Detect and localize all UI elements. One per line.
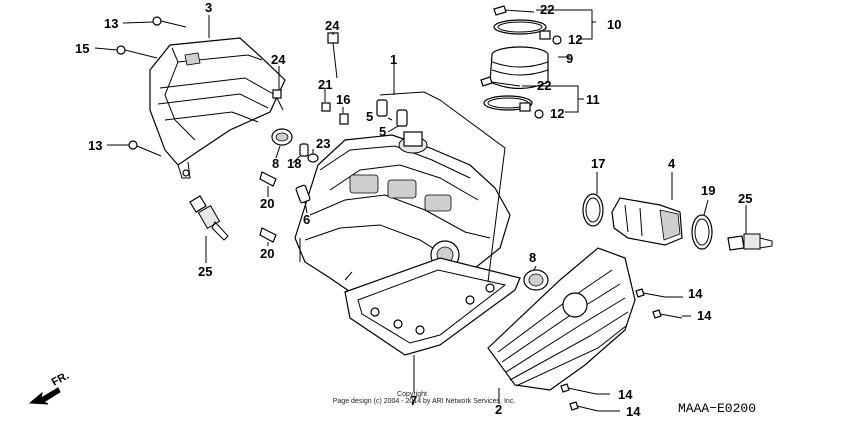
callout-22-lower: 22 bbox=[537, 78, 551, 93]
callout-14-b: 14 bbox=[697, 308, 712, 323]
bolt-13-upper bbox=[152, 16, 187, 28]
bolt-16 bbox=[339, 113, 349, 125]
bolt-14-b bbox=[652, 309, 683, 319]
callout-12-lower: 12 bbox=[550, 106, 564, 121]
stud-20-upper bbox=[259, 171, 277, 187]
washer-23 bbox=[307, 153, 319, 163]
bolt-15 bbox=[116, 45, 158, 59]
dowel-5-left bbox=[376, 99, 388, 117]
bolt-14-d bbox=[569, 401, 599, 412]
callout-11: 11 bbox=[586, 92, 600, 107]
callout-22-upper: 22 bbox=[540, 2, 554, 17]
bolt-13-lower bbox=[128, 140, 162, 157]
intake-joint-9 bbox=[489, 46, 549, 90]
callout-7: 7 bbox=[410, 393, 417, 408]
callout-18: 18 bbox=[287, 156, 301, 171]
callout-1: 1 bbox=[390, 52, 397, 67]
callout-25-right: 25 bbox=[738, 191, 752, 206]
plug-seal-lower bbox=[523, 269, 549, 291]
callout-10: 10 bbox=[607, 17, 621, 32]
callout-4: 4 bbox=[668, 156, 676, 171]
callout-2: 2 bbox=[495, 402, 502, 417]
front-direction-arrow-icon bbox=[28, 387, 61, 405]
callout-16: 16 bbox=[336, 92, 350, 107]
o-ring-19 bbox=[691, 214, 713, 250]
callout-19: 19 bbox=[701, 183, 715, 198]
screw-22-lower bbox=[480, 76, 521, 87]
spark-plug-tube-4 bbox=[611, 197, 683, 246]
callout-9: 9 bbox=[566, 51, 573, 66]
clamp-11 bbox=[483, 95, 533, 112]
dowel-18 bbox=[299, 143, 309, 157]
callout-14-a: 14 bbox=[688, 286, 703, 301]
clamp-10 bbox=[493, 19, 551, 40]
bolt-14-a bbox=[635, 288, 666, 298]
nut-12-lower bbox=[534, 109, 544, 119]
bolt-24-lower bbox=[272, 89, 284, 111]
screw-22-upper bbox=[493, 5, 535, 16]
bolt-14-c bbox=[560, 383, 597, 395]
callout-8-upper: 8 bbox=[272, 156, 279, 171]
callout-12-upper: 12 bbox=[568, 32, 582, 47]
dowel-5-right bbox=[396, 109, 408, 127]
seal-8-upper bbox=[271, 128, 293, 146]
callout-3: 3 bbox=[205, 0, 212, 15]
callout-20-lower: 20 bbox=[260, 246, 274, 261]
callout-5-upper: 5 bbox=[366, 109, 373, 124]
bolt-21 bbox=[321, 102, 331, 112]
dowel-6 bbox=[295, 184, 311, 204]
callout-24-lower: 24 bbox=[271, 52, 286, 67]
callout-17: 17 bbox=[591, 156, 605, 171]
callout-13-upper: 13 bbox=[104, 16, 118, 31]
o-ring-17 bbox=[582, 193, 604, 227]
stud-20-lower bbox=[259, 227, 277, 243]
callout-21: 21 bbox=[318, 77, 332, 92]
nut-12-upper bbox=[552, 35, 562, 45]
callout-6: 6 bbox=[303, 212, 310, 227]
head-cover-part bbox=[149, 37, 286, 179]
spark-plug-right bbox=[727, 233, 773, 251]
leader-lines bbox=[94, 9, 747, 412]
callout-13-lower: 13 bbox=[88, 138, 102, 153]
callout-23: 23 bbox=[316, 136, 330, 151]
gasket-part bbox=[344, 257, 521, 356]
callouts: 3 13 15 13 24 24 21 16 1 5 5 23 8 18 20 … bbox=[75, 0, 752, 419]
callout-25-left: 25 bbox=[198, 264, 212, 279]
copyright-notice: Page design (c) 2004 - 2014 by ARI Netwo… bbox=[333, 398, 516, 405]
callout-5-lower: 5 bbox=[379, 124, 386, 139]
diagram-code: MAAA−E0200 bbox=[678, 401, 756, 416]
callout-24-upper: 24 bbox=[325, 18, 340, 33]
callout-14-c: 14 bbox=[618, 387, 633, 402]
callout-8-lower: 8 bbox=[529, 250, 536, 265]
callout-14-d: 14 bbox=[626, 404, 641, 419]
copyright-label: Copyright bbox=[397, 391, 427, 398]
callout-15: 15 bbox=[75, 41, 89, 56]
front-direction-label: FR. bbox=[50, 370, 71, 389]
bolt-24-upper bbox=[327, 32, 339, 79]
side-cover-part bbox=[487, 247, 636, 391]
spark-plug-left bbox=[189, 195, 229, 241]
callout-20-upper: 20 bbox=[260, 196, 274, 211]
